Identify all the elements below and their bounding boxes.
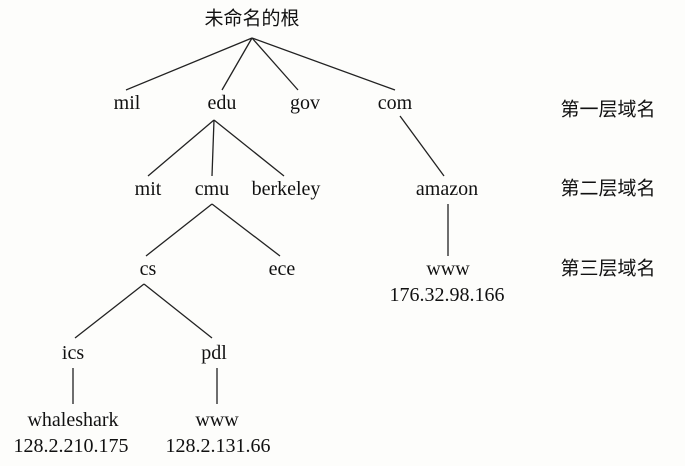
node-pdl-www: www	[195, 409, 239, 431]
level-label-third: 第三层域名	[560, 257, 656, 280]
edge-edu-berkeley	[213, 119, 285, 177]
edge-cs-pdl	[143, 283, 213, 339]
edge-cmu-ece	[211, 203, 281, 257]
node-gov: gov	[290, 92, 320, 114]
node-cmu: cmu	[194, 178, 230, 200]
edge-root-com	[251, 37, 396, 91]
node-whaleshark: whaleshark	[27, 409, 119, 431]
edge-cmu-cs	[145, 203, 213, 257]
edge-root-mil	[125, 37, 253, 91]
node-com: com	[377, 92, 413, 114]
node-amazon: amazon	[415, 178, 479, 200]
node-ics: ics	[61, 342, 85, 364]
level-label-first: 第一层域名	[560, 98, 656, 121]
root-node: 未命名的根	[204, 7, 300, 30]
node-berkeley: berkeley	[251, 178, 321, 200]
pdl-www-ip-address: 128.2.131.66	[165, 435, 271, 457]
node-ece: ece	[268, 258, 296, 280]
node-amazon-www: www	[426, 258, 470, 280]
node-pdl: pdl	[201, 342, 227, 364]
node-mit: mit	[134, 178, 162, 200]
edge-edu-cmu	[211, 119, 215, 177]
edge-com-amazon	[399, 115, 445, 177]
edge-root-edu	[221, 37, 253, 91]
level-label-second: 第二层域名	[560, 177, 656, 200]
edge-cs-ics	[74, 283, 145, 339]
edge-root-gov	[251, 37, 299, 91]
whaleshark-ip-address: 128.2.210.175	[13, 435, 129, 457]
node-edu: edu	[207, 92, 237, 114]
node-mil: mil	[113, 92, 141, 114]
node-cs: cs	[139, 258, 157, 280]
edge-edu-mit	[147, 119, 215, 177]
amazon-ip-address: 176.32.98.166	[389, 284, 505, 306]
